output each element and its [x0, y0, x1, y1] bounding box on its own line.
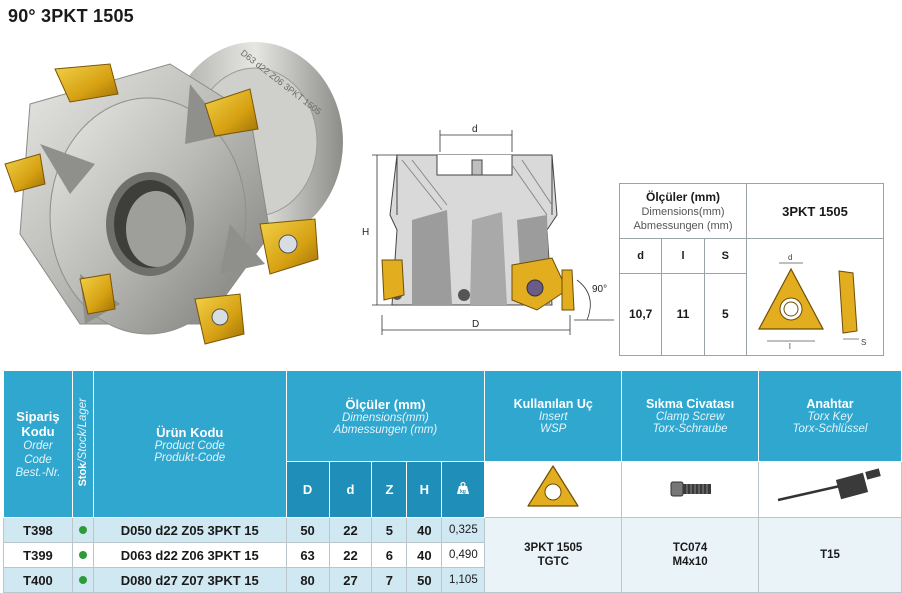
header-dimensions: Ölçüler (mm) Dimensions(mm) Abmessungen … — [285, 370, 486, 462]
key-code: T15 — [758, 517, 902, 593]
insert-code: 3PKT 1505 TGTC — [484, 517, 623, 593]
col-d: d — [618, 238, 663, 274]
insert-icon — [4, 63, 319, 345]
table-row: T398 D050 d22 Z05 3PKT 15 50 22 5 40 0,3… — [3, 517, 902, 593]
product-table: Sipariş Kodu Order Code Best.-Nr. Stok/S… — [3, 370, 902, 593]
val-l: 11 — [661, 272, 705, 356]
value-d: 27 — [328, 567, 373, 593]
product-code: D080 d27 Z07 3PKT 15 — [92, 567, 287, 593]
screw-image-cell — [621, 461, 759, 518]
insert-icon — [527, 465, 579, 507]
header-torx-key: Anahtar Torx Key Torx-Schlüssel — [758, 370, 902, 462]
insert-label-l: l — [789, 342, 791, 351]
value-H: 40 — [406, 542, 443, 568]
col-weight: kg — [441, 461, 486, 518]
insert-label-s: S — [861, 338, 866, 347]
dim-label-d: d — [472, 124, 478, 135]
page-title: 90° 3PKT 1505 — [8, 6, 134, 26]
torx-screw-icon — [670, 481, 712, 497]
col-Z: Z — [371, 461, 408, 518]
val-s: 5 — [703, 272, 748, 356]
value-Z: 5 — [371, 517, 408, 543]
value-Z: 7 — [371, 567, 408, 593]
weight-icon: kg — [457, 481, 470, 495]
insert-icon — [381, 257, 575, 311]
value-D: 80 — [285, 567, 330, 593]
val-d: 10,7 — [618, 272, 663, 356]
value-d: 22 — [328, 542, 373, 568]
screw-code: TC074 M4x10 — [621, 517, 759, 593]
dim-label-angle: 90° — [592, 284, 607, 295]
stock-indicator — [71, 517, 94, 543]
col-s: S — [703, 238, 748, 274]
insert-dimensions-table: Ölçüler (mm) Dimensions(mm) Abmessungen … — [618, 183, 884, 356]
value-D: 50 — [285, 517, 330, 543]
col-d: d — [328, 461, 373, 518]
insert-drawing: d l S — [746, 238, 884, 356]
value-d: 22 — [328, 517, 373, 543]
value-Z: 6 — [371, 542, 408, 568]
order-code: T399 — [3, 542, 73, 568]
torx-key-icon — [777, 468, 881, 502]
header-clamp-screw: Sıkma Civatası Clamp Screw Torx-Schraube — [621, 370, 759, 462]
value-weight: 0,490 — [441, 542, 486, 568]
col-D: D — [285, 461, 330, 518]
dims-header: Ölçüler (mm) Dimensions(mm) Abmessungen … — [619, 183, 747, 239]
header-insert: Kullanılan Uç Insert WSP — [484, 370, 623, 462]
col-l: l — [661, 238, 705, 274]
value-H: 50 — [406, 567, 443, 593]
insert-title: 3PKT 1505 — [746, 183, 884, 239]
stock-indicator — [71, 542, 94, 568]
value-D: 63 — [285, 542, 330, 568]
col-H: H — [406, 461, 443, 518]
order-code: T400 — [3, 567, 73, 593]
order-code: T398 — [3, 517, 73, 543]
product-code: D050 d22 Z05 3PKT 15 — [92, 517, 287, 543]
stock-indicator — [71, 567, 94, 593]
value-weight: 1,105 — [441, 567, 486, 593]
product-code: D063 d22 Z06 3PKT 15 — [92, 542, 287, 568]
technical-drawing: d H D 90° — [362, 124, 614, 335]
value-H: 40 — [406, 517, 443, 543]
header-order-code: Sipariş Kodu Order Code Best.-Nr. — [3, 370, 73, 518]
key-image-cell — [758, 461, 902, 518]
milling-cutter-photo: D63 d22 Z06 3PKT 1505 — [4, 42, 343, 345]
svg-text:kg: kg — [460, 489, 466, 495]
dim-label-D: D — [472, 319, 479, 330]
insert-image-cell — [484, 461, 623, 518]
header-stock: Stok/Stock/Lager — [71, 370, 94, 518]
insert-icon: d l S — [758, 253, 866, 351]
value-weight: 0,325 — [441, 517, 486, 543]
header-product-code: Ürün Kodu Product Code Produkt-Code — [92, 370, 287, 518]
dim-label-H: H — [362, 227, 369, 238]
insert-label-d: d — [788, 253, 792, 262]
